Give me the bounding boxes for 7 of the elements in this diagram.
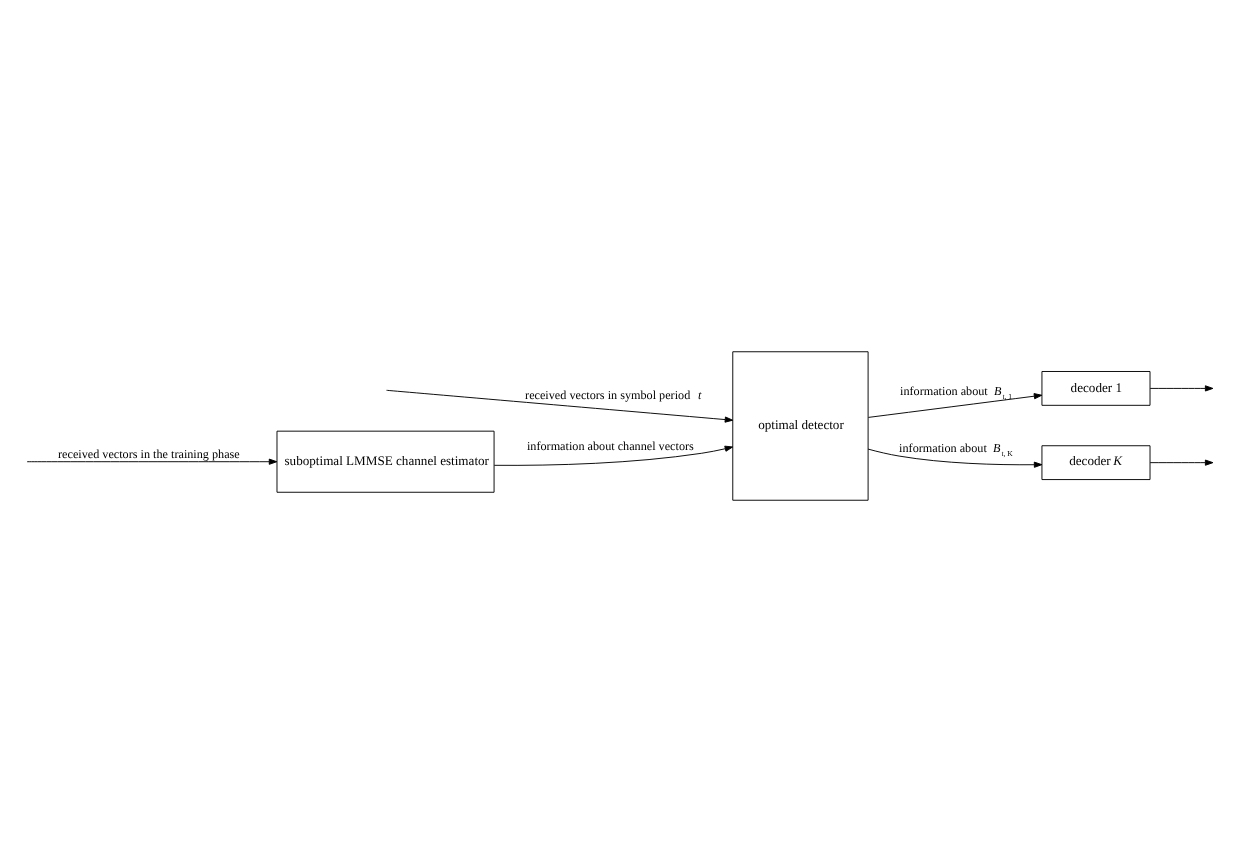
arrow (26, 457, 278, 464)
arrow (493, 444, 734, 465)
arrow (867, 392, 1043, 417)
arrow (867, 447, 1043, 467)
arrow (386, 388, 734, 422)
arrow (1149, 384, 1214, 391)
arrow (1149, 458, 1214, 465)
